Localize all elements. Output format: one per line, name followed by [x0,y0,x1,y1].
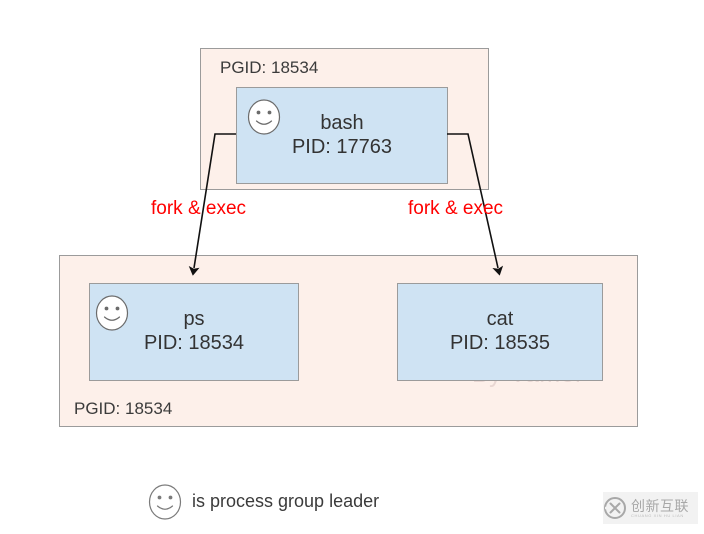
process-pid-cat: PID: 18535 [449,331,551,354]
arrow-label-fork-exec-left: fork & exec [151,198,247,219]
process-pid-ps: PID: 18534 [143,331,245,354]
smiley-face-icon [247,99,281,135]
process-group-top-label: PGID: 18534 [220,58,319,77]
legend-label: is process group leader [192,491,380,511]
smiley-face-icon [148,484,182,520]
watermark-brand: 创新互联 CHUANG XIN HU LIAN [603,492,698,524]
process-label-ps: ps PID: 18534 [90,308,298,355]
arrow-label-fork-exec-right: fork & exec [408,198,504,219]
process-label-bash: bash PID: 17763 [237,112,447,159]
watermark-brand-name-en: CHUANG XIN HU LIAN [631,512,684,518]
watermark-brand-name-cn: 创新互联 [631,497,689,514]
circled-x-icon [604,497,626,519]
process-name-bash: bash [320,112,364,134]
watermark-brand-text: 创新互联 CHUANG XIN HU LIAN [631,499,689,518]
process-box-ps: ps PID: 18534 [89,283,299,381]
smiley-face-icon [95,295,129,331]
process-name-ps: ps [183,308,205,330]
process-name-cat: cat [486,308,514,330]
process-group-bottom-label: PGID: 18534 [74,399,173,418]
process-label-cat: cat PID: 18535 [398,308,602,355]
process-box-cat: cat PID: 18535 [397,283,603,381]
process-pid-bash: PID: 17763 [291,135,393,158]
